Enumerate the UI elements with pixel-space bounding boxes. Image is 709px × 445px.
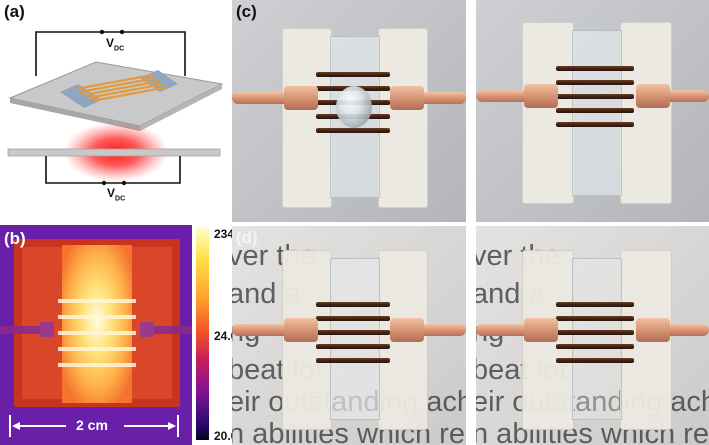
circuit-wire-bottom bbox=[45, 156, 181, 184]
water-droplet bbox=[336, 86, 372, 128]
photo-c-left-droplet: (c) bbox=[232, 0, 466, 222]
voltage-label-bottom: VDC bbox=[107, 186, 126, 203]
scale-bar-label: 2 cm bbox=[76, 417, 108, 433]
heater-schematic bbox=[7, 29, 224, 186]
side-substrate bbox=[7, 148, 221, 157]
panel-label-b: (b) bbox=[4, 229, 26, 248]
circuit-wire-top bbox=[35, 31, 186, 76]
panel-a-schematic: (a) bbox=[0, 0, 228, 222]
voltage-label-top: VDC bbox=[106, 36, 125, 53]
photo-d-right-defogged: ver the and a ng beat lot eir outstandin… bbox=[476, 226, 709, 445]
photo-c-right-cleared bbox=[476, 0, 709, 222]
electrode-left bbox=[60, 84, 102, 108]
panel-label-d: (d) bbox=[236, 228, 258, 247]
panel-b-thermal-image: (b) 2 cm bbox=[0, 225, 192, 445]
bg-text-line-6: n abilities which rea bbox=[232, 418, 466, 445]
substrate-slab bbox=[8, 61, 224, 127]
copper-lead-left bbox=[232, 92, 294, 104]
colorbar-min-label: 20.0 bbox=[214, 429, 238, 443]
photo-d-left-fogged: ver the and a ng beat lot eir outstandin… bbox=[232, 226, 466, 445]
colorbar-mid-label: 24.0 bbox=[214, 329, 238, 343]
thermal-hot-zone bbox=[62, 245, 132, 403]
temperature-colorbar bbox=[196, 227, 209, 440]
panel-label-c: (c) bbox=[236, 2, 257, 21]
heater-wires bbox=[75, 73, 169, 103]
panel-label-a: (a) bbox=[4, 2, 25, 21]
thermal-image bbox=[0, 225, 192, 445]
